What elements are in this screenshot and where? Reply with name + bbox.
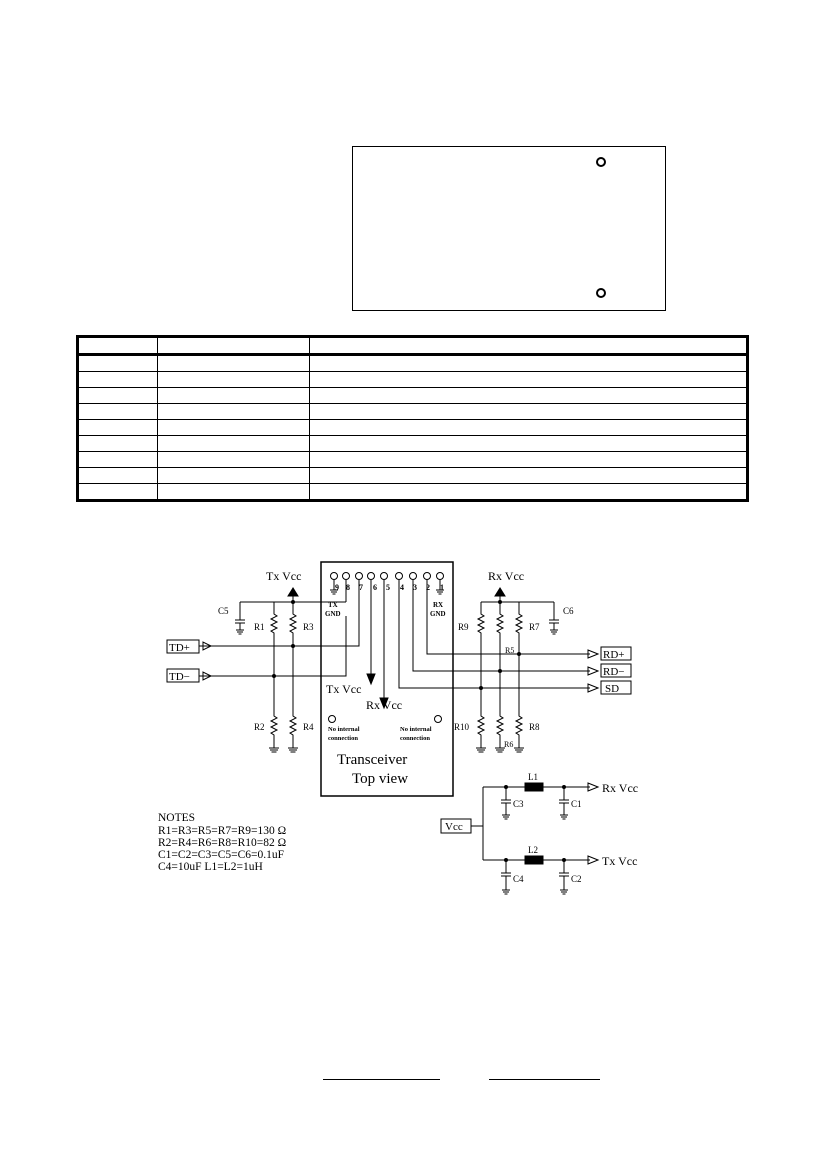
pin-label-8: 8 [346, 583, 350, 592]
rx-gnd-label: RX [433, 601, 443, 609]
notes-title: NOTES [158, 812, 195, 824]
output-rd-minus: RD− [603, 666, 624, 678]
pin-label-9: 9 [335, 583, 339, 592]
module-pins [330, 572, 444, 580]
rx-vcc-pin-label: Rx Vcc [366, 698, 402, 712]
inductor-label-l1: L1 [528, 772, 538, 782]
resistor-label-r9: R9 [458, 622, 469, 632]
resistor-label-r10: R10 [454, 722, 470, 732]
mounting-hole-top [596, 157, 606, 167]
pin-table-header [77, 336, 748, 356]
pin-table-cell [309, 483, 748, 501]
input-td-plus: TD+ [169, 642, 190, 654]
pin-table-row [77, 483, 748, 501]
pin-label-5: 5 [386, 583, 390, 592]
rx-vcc-top-label: Rx Vcc [488, 569, 524, 583]
notes-line-1: R1=R3=R5=R7=R9=130 Ω [158, 825, 286, 837]
cap-label-c5: C5 [218, 606, 229, 616]
pin-label-7: 7 [359, 583, 363, 592]
signature-line-left [323, 1068, 440, 1080]
mounting-hole-bottom [596, 288, 606, 298]
nc-right-label: No internal [400, 726, 432, 733]
resistor-label-r2: R2 [254, 722, 265, 732]
tx-vcc-pin-label: Tx Vcc [326, 682, 361, 696]
pin-table-row [77, 451, 748, 468]
pin-table [76, 335, 749, 502]
nc-right-label-2: connection [400, 735, 430, 742]
resistor-label-r8: R8 [529, 722, 540, 732]
resistor-label-r1: R1 [254, 622, 265, 632]
notes-line-3: C1=C2=C3=C5=C6=0.1uF [158, 849, 284, 861]
input-td-minus: TD− [169, 671, 190, 683]
cap-label-c6: C6 [563, 606, 574, 616]
vcc-label: Vcc [445, 821, 463, 833]
nc-left-label-2: connection [328, 735, 358, 742]
rx-gnd-label-2: GND [430, 610, 446, 618]
resistor-label-r4: R4 [303, 722, 314, 732]
inductor-label-l2: L2 [528, 845, 538, 855]
connector-outline [352, 146, 666, 311]
cap-label-c2: C2 [571, 874, 582, 884]
notes-line-4: C4=10uF L1=L2=1uH [158, 861, 263, 873]
pin-label-4: 4 [400, 583, 404, 592]
cap-label-c4: C4 [513, 874, 524, 884]
signature-line-right [489, 1068, 600, 1080]
tx-vcc-top-label: Tx Vcc [266, 569, 301, 583]
tx-gnd-label-2: GND [325, 610, 341, 618]
output-rd-plus: RD+ [603, 649, 624, 661]
nc-left-label: No internal [328, 726, 360, 733]
pin-table-row [77, 419, 748, 436]
pin-label-1: 1 [440, 583, 444, 592]
cap-label-c3: C3 [513, 799, 524, 809]
resistor-label-r6: R6 [504, 740, 513, 749]
transceiver-module [320, 561, 454, 797]
resistor-label-r3: R3 [303, 622, 314, 632]
desc-col-header [309, 336, 748, 356]
tx-vcc-output-label: Tx Vcc [602, 854, 637, 868]
resistor-label-r5: R5 [505, 646, 514, 655]
output-sd: SD [605, 683, 619, 695]
pin-label-2: 2 [426, 583, 430, 592]
resistor-label-r7: R7 [529, 622, 540, 632]
module-subtitle: Top view [352, 771, 408, 787]
notes-line-2: R2=R4=R6=R8=R10=82 Ω [158, 837, 286, 849]
rx-vcc-output-label: Rx Vcc [602, 781, 638, 795]
pin-label-6: 6 [373, 583, 377, 592]
cap-label-c1: C1 [571, 799, 582, 809]
tx-gnd-label: TX [328, 601, 338, 609]
module-title: Transceiver [337, 752, 407, 768]
pin-label-3: 3 [413, 583, 417, 592]
